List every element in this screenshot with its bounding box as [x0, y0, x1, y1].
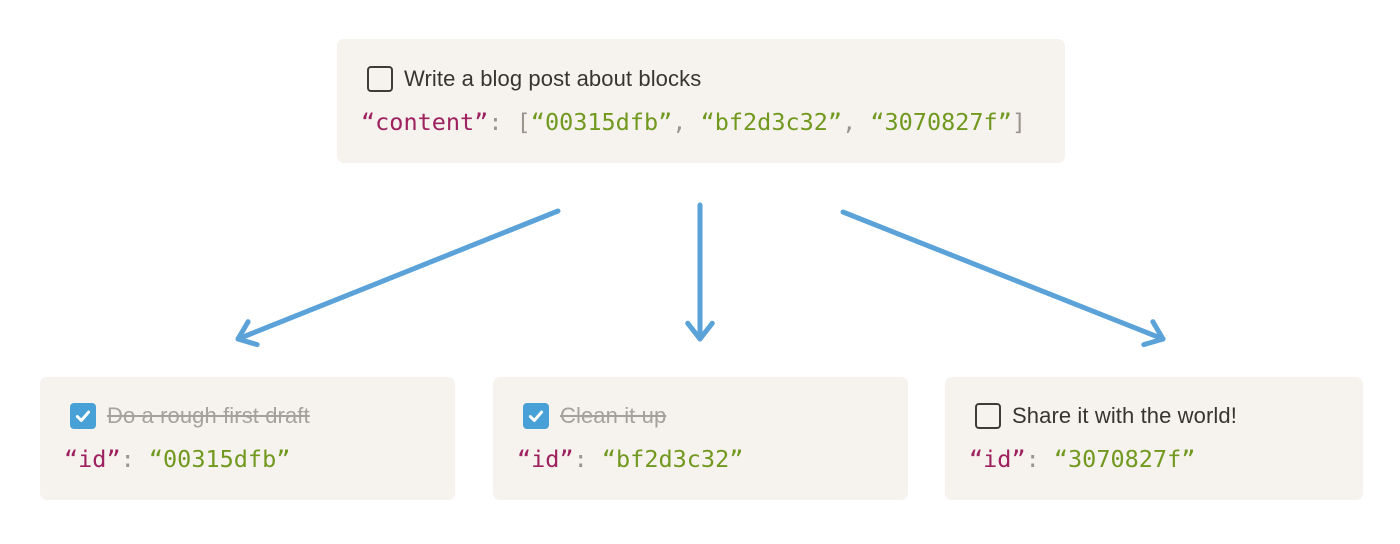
child-block-card-2: Clean it up “id”: “bf2d3c32”: [493, 377, 908, 500]
code-line: “content”: [“00315dfb”, “bf2d3c32”, “307…: [361, 108, 1041, 136]
code-value: “3070827f”: [1053, 445, 1196, 474]
todo-checkbox[interactable]: [523, 403, 549, 430]
code-colon: :: [488, 107, 517, 136]
code-colon: :: [573, 445, 602, 474]
todo-label: Clean it up: [560, 403, 667, 429]
code-line: “id”: “bf2d3c32”: [517, 445, 884, 473]
child-block-card-1: Do a rough first draft “id”: “00315dfb”: [40, 377, 455, 500]
arrow-to-child-2-icon: [685, 202, 715, 342]
code-value: “3070827f”: [870, 107, 1012, 136]
todo-label: Do a rough first draft: [107, 403, 310, 429]
checkmark-icon: [528, 411, 544, 423]
code-separator: ,: [672, 107, 701, 136]
code-colon: :: [1025, 445, 1054, 474]
todo-item: Share it with the world!: [969, 403, 1339, 430]
parent-block-card: Write a blog post about blocks “content”…: [337, 39, 1065, 163]
child-block-card-3: Share it with the world! “id”: “3070827f…: [945, 377, 1363, 500]
code-separator: ,: [842, 107, 871, 136]
code-value: “00315dfb”: [530, 107, 673, 136]
todo-item: Write a blog post about blocks: [361, 65, 1041, 92]
code-value: “bf2d3c32”: [700, 107, 843, 136]
todo-checkbox[interactable]: [367, 65, 393, 92]
code-bracket-open: [: [516, 107, 531, 136]
todo-label: Share it with the world!: [1012, 403, 1237, 429]
code-key: “id”: [64, 445, 121, 474]
todo-item: Clean it up: [517, 403, 884, 430]
todo-checkbox[interactable]: [975, 403, 1001, 430]
code-key: “id”: [517, 445, 574, 474]
todo-label: Write a blog post about blocks: [404, 65, 702, 91]
code-bracket-close: ]: [1011, 107, 1026, 136]
todo-item: Do a rough first draft: [64, 403, 431, 430]
arrow-to-child-1-icon: [235, 208, 561, 348]
code-key: “id”: [969, 445, 1026, 474]
code-value: “00315dfb”: [148, 445, 291, 474]
code-value: “bf2d3c32”: [601, 445, 744, 474]
code-colon: :: [120, 445, 149, 474]
code-line: “id”: “00315dfb”: [64, 445, 431, 473]
code-line: “id”: “3070827f”: [969, 445, 1339, 473]
checkmark-icon: [75, 411, 91, 423]
arrow-to-child-3-icon: [840, 209, 1166, 348]
todo-checkbox[interactable]: [70, 403, 96, 430]
code-key: “content”: [361, 107, 489, 136]
